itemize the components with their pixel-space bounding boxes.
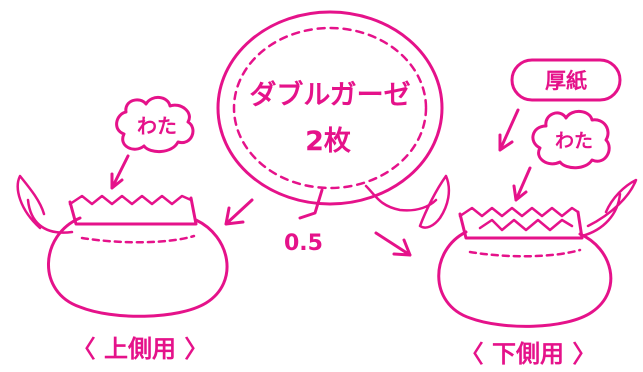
lower-pouch-needle — [580, 178, 638, 238]
lower-pouch-body — [437, 230, 613, 328]
upper-pouch-opening-edge — [68, 196, 198, 226]
lower-cotton-bubble — [531, 110, 611, 170]
center-needle-thread — [364, 174, 451, 229]
lower-pouch-caption: 〈 下側用 〉 — [460, 340, 597, 368]
upper-cotton-bubble — [115, 96, 195, 153]
upper-cotton-arrow — [110, 154, 130, 190]
gauze-circle-outline — [216, 10, 444, 206]
lower-cotton-label: わた — [555, 130, 593, 152]
upper-pouch — [16, 174, 229, 318]
upper-pouch-body — [47, 216, 229, 318]
board-callout: 厚紙 — [498, 58, 622, 152]
lower-pouch — [437, 178, 638, 328]
lower-cotton-arrow — [512, 166, 532, 202]
lower-pouch-board-zigzag — [478, 218, 574, 232]
upper-pouch-zigzag-edge — [68, 194, 193, 206]
seam-allowance-label: 0.5 — [284, 231, 323, 256]
upper-cotton-callout: わた — [110, 96, 195, 190]
arrow-to-upper-pouch — [224, 198, 254, 226]
upper-pouch-needle — [16, 174, 74, 234]
board-arrow — [498, 108, 520, 152]
seam-allowance-pointer — [298, 188, 324, 220]
gauze-label-line1: ダブルガーゼ — [249, 79, 410, 111]
board-label: 厚紙 — [545, 69, 587, 93]
gauze-label-line2: 2枚 — [305, 126, 351, 157]
gauze-circle: ダブルガーゼ 2枚 — [216, 10, 444, 206]
gauze-circle-stitch-line — [232, 26, 428, 190]
upper-pouch-caption: 〈 上側用 〉 — [72, 335, 209, 363]
upper-pouch-stitch-line — [80, 234, 196, 244]
lower-pouch-zigzag-edge — [458, 206, 580, 218]
lower-pouch-opening-edge — [458, 210, 584, 240]
upper-cotton-label: わた — [137, 114, 177, 138]
arrow-to-lower-pouch — [374, 231, 412, 257]
lower-cotton-callout: わた — [512, 110, 611, 202]
lower-pouch-stitch-line — [468, 248, 582, 258]
board-label-box — [510, 58, 622, 102]
